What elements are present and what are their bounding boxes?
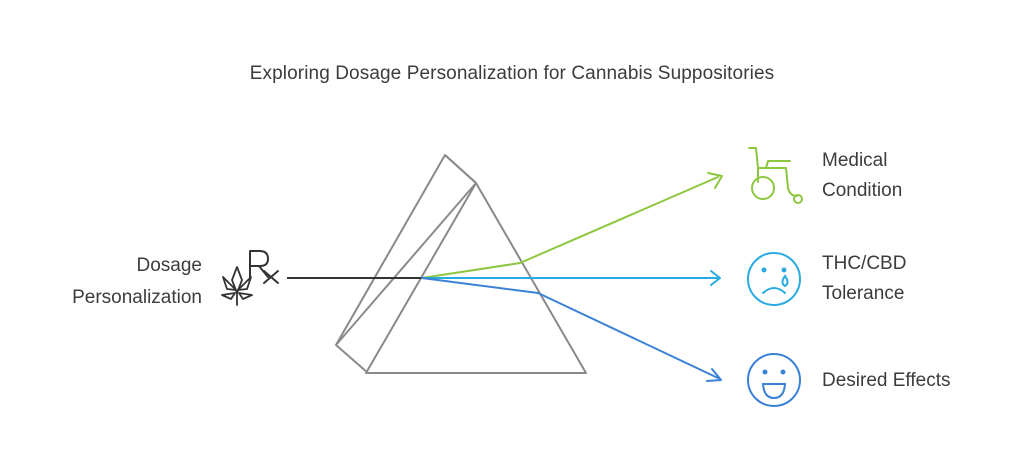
output-label-thc-cbd-tolerance: THC/CBD Tolerance (822, 249, 906, 309)
output-ray-effects (421, 277, 722, 382)
wheelchair-icon (748, 147, 803, 204)
output-label-line-1: THC/CBD (822, 253, 907, 274)
prescription-icon (249, 250, 279, 284)
input-label-line-1: Dosage (136, 255, 203, 276)
sad-face-icon (747, 252, 801, 306)
input-label: Dosage Personalization (72, 250, 202, 314)
output-label-desired-effects: Desired Effects (822, 366, 950, 396)
output-label-line-2: Tolerance (822, 283, 905, 304)
output-ray-medical (421, 172, 723, 279)
prism (335, 154, 587, 374)
output-label-line-1: Medical (822, 150, 888, 171)
prism-left-edge (335, 344, 369, 374)
prism-top-edge (444, 154, 477, 184)
output-ray-tolerance (421, 270, 721, 286)
happy-face-icon (747, 353, 801, 407)
output-label-line-1: Desired Effects (822, 370, 951, 391)
diagram-title: Exploring Dosage Personalization for Can… (249, 63, 775, 84)
input-label-line-2: Personalization (72, 287, 202, 308)
prism-back-face (335, 154, 477, 346)
output-label-medical-condition: Medical Condition (822, 146, 902, 206)
output-label-line-2: Condition (822, 180, 903, 201)
cannabis-leaf-icon (221, 266, 253, 306)
